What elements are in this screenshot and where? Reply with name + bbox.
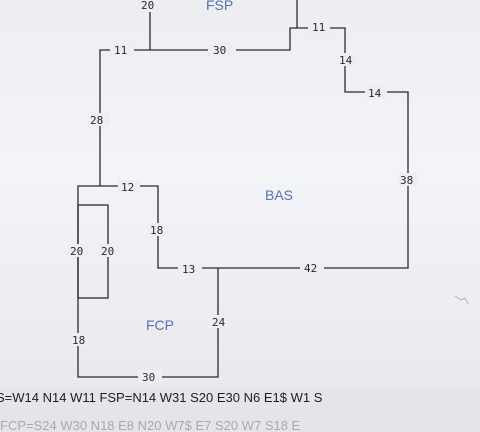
dim-notch-12: 12	[121, 181, 134, 194]
dim-top-11-left: 11	[114, 44, 127, 57]
dim-notch-18: 18	[150, 224, 163, 237]
dim-right-38: 38	[400, 174, 413, 187]
dim-top-20: 20	[141, 0, 154, 12]
dim-right-14-lower: 14	[368, 87, 382, 100]
area-label-bas: BAS	[265, 187, 293, 203]
dim-mid-24: 24	[212, 316, 226, 329]
sketch-vector-text: S=W14 N14 W11 FSP=N14 W31 S20 E30 N6 E1$…	[0, 388, 480, 432]
dim-bottom-42: 42	[304, 262, 317, 275]
sketch-vector-line-1: S=W14 N14 W11 FSP=N14 W31 S20 E30 N6 E1$…	[0, 390, 323, 405]
area-label-fcp: FCP	[146, 317, 174, 333]
area-label-fsp: FSP	[206, 0, 233, 13]
dim-left-20-outer: 20	[70, 245, 83, 258]
fcp-outline	[77, 185, 219, 378]
dim-left-28: 28	[90, 114, 103, 127]
floor-plan-sketch: FSP BAS FCP 20 11 14 14 38 42 13 24 30 1…	[68, 0, 469, 384]
dim-right-14-upper: 14	[339, 54, 353, 67]
pen-mark	[454, 295, 469, 305]
dim-top-11-right: 11	[312, 21, 325, 34]
sketch-outline	[99, 27, 409, 269]
dimension-labels: 20 11 14 14 38 42 13 24 30 18 20 20	[68, 0, 418, 384]
dim-mid-13: 13	[182, 263, 195, 276]
dim-left-18: 18	[72, 334, 85, 347]
dim-top-30: 30	[213, 44, 226, 57]
dim-left-20-inner: 20	[101, 245, 114, 258]
sketch-vector-line-2: FCP=S24 W30 N18 E8 N20 W7$ E7 S20 W7 S18…	[0, 418, 301, 432]
dim-bottom-30: 30	[142, 371, 155, 384]
